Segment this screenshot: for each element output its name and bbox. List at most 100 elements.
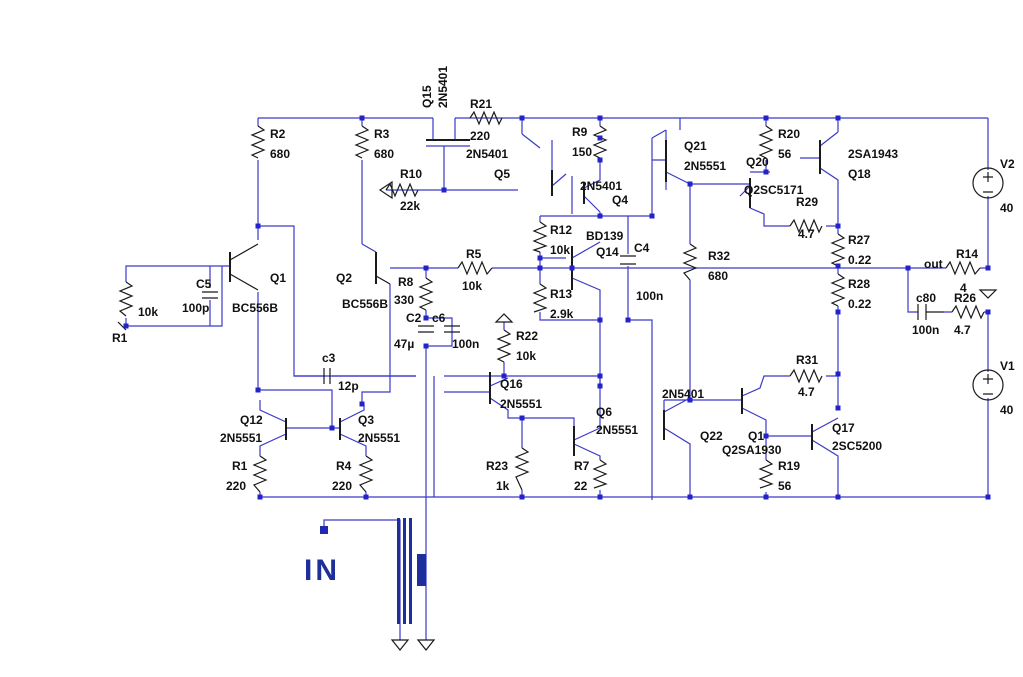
- label-q1: Q1: [270, 271, 286, 285]
- label-r9-val: 150: [572, 145, 592, 159]
- junction-dot: [519, 115, 525, 121]
- label-r26-val: 4.7: [954, 323, 971, 337]
- junction-dot: [649, 213, 655, 219]
- capacitor-c5: [202, 291, 218, 299]
- label-q2sc: Q2SC5171: [744, 183, 804, 197]
- junction-dot: [423, 315, 429, 321]
- junction-dot: [537, 255, 543, 261]
- label-r8-val: 330: [394, 293, 414, 307]
- label-q20: Q20: [746, 155, 769, 169]
- junction-dot: [597, 373, 603, 379]
- resistor-r26: [951, 304, 985, 320]
- resistor-r3: [354, 125, 370, 159]
- label-q18: Q18: [848, 167, 871, 181]
- capacitor-c2: [418, 325, 434, 333]
- label-r1-bottom: R1: [232, 459, 248, 473]
- label-out: out: [924, 257, 943, 271]
- junction-dot: [519, 415, 525, 421]
- ground-icon: [378, 180, 393, 200]
- label-r2-val: 680: [270, 147, 290, 161]
- resistor-r32: [682, 243, 698, 281]
- resistor-r12: [532, 221, 548, 253]
- label-c3-val: 12p: [338, 379, 359, 393]
- label-q22: Q22: [700, 429, 723, 443]
- junction-dot: [905, 265, 911, 271]
- label-r7-val: 22: [574, 479, 588, 493]
- label-r2: R2: [270, 127, 286, 141]
- label-q15-part: 2N5401: [436, 66, 450, 108]
- label-r13-val: 2.9k: [550, 307, 574, 321]
- junction-dot: [123, 323, 129, 329]
- label-bc556b-1: BC556B: [232, 301, 278, 315]
- resistor-r10: [385, 182, 419, 198]
- label-r23-val: 1k: [496, 479, 510, 493]
- label-r3: R3: [374, 127, 390, 141]
- junction-dot: [597, 213, 603, 219]
- label-v2: V2: [1000, 157, 1015, 171]
- junction-dot: [359, 115, 365, 121]
- junction-dot: [597, 383, 603, 389]
- label-r21-val: 220: [470, 129, 490, 143]
- input-label: IN: [304, 554, 340, 587]
- label-r27: R27: [848, 233, 870, 247]
- label-r5: R5: [466, 247, 482, 261]
- resistor-r4: [358, 455, 374, 493]
- ground-icon: [117, 321, 127, 331]
- label-r12-val: 10k: [550, 243, 570, 257]
- label-q16: Q16: [500, 377, 523, 391]
- label-r10: R10: [400, 167, 422, 181]
- label-q22-part: 2N5401: [662, 387, 704, 401]
- ground-icon: [978, 289, 998, 299]
- label-q21: Q21: [684, 139, 707, 153]
- resistor-r22: [496, 329, 512, 363]
- label-c4-val: 100n: [636, 289, 663, 303]
- label-r32-val: 680: [708, 269, 728, 283]
- label-r31-val: 4.7: [798, 385, 815, 399]
- label-r32: R32: [708, 249, 730, 263]
- label-v1-val: 40: [1000, 403, 1014, 417]
- junction-dot: [423, 343, 429, 349]
- label-c2-val: 47µ: [394, 337, 414, 351]
- label-c5-val: 100p: [182, 301, 209, 315]
- label-r5-val: 10k: [462, 279, 482, 293]
- label-v1: V1: [1000, 359, 1015, 373]
- label-bd139: BD139: [586, 229, 624, 243]
- label-q6: Q6: [596, 405, 612, 419]
- component-labels: IN Q15 2N5401 R21 220 2N5401 R2 680 R3 6…: [112, 66, 1015, 587]
- label-q1x: Q1: [748, 429, 764, 443]
- label-r1-top: R1: [112, 331, 128, 345]
- label-q4: Q4: [612, 193, 628, 207]
- label-r3-val: 680: [374, 147, 394, 161]
- junction-dot: [597, 135, 603, 141]
- label-q21-part: 2N5551: [684, 159, 726, 173]
- label-r1-top-val: 10k: [138, 305, 158, 319]
- label-q17: Q17: [832, 421, 855, 435]
- label-r8: R8: [398, 275, 414, 289]
- junction-dot: [501, 373, 507, 379]
- capacitor-c3: [323, 368, 331, 384]
- junction-dot: [985, 265, 991, 271]
- label-q6-part: 2N5551: [596, 423, 638, 437]
- junction-dot: [763, 169, 769, 175]
- resistor-r29: [789, 218, 823, 234]
- ground-icon: [416, 639, 436, 651]
- label-r13: R13: [550, 287, 572, 301]
- voltage-source-v2: [972, 167, 1004, 199]
- resistor-r27: [830, 233, 846, 267]
- label-q3: Q3: [358, 413, 374, 427]
- junction-dot: [835, 115, 841, 121]
- junction-dot: [537, 265, 543, 271]
- label-q2sa: Q2SA1930: [722, 443, 782, 457]
- label-r21: R21: [470, 97, 492, 111]
- junction-dot: [985, 309, 991, 315]
- label-c2: C2: [406, 311, 422, 325]
- junction-dot: [687, 397, 693, 403]
- capacitor-c4: [620, 255, 636, 265]
- label-r12: R12: [550, 223, 572, 237]
- junction-dot: [763, 115, 769, 121]
- junction-dot: [255, 223, 261, 229]
- label-r7: R7: [574, 459, 590, 473]
- junction-dot: [985, 494, 991, 500]
- resistor-r28: [830, 273, 846, 307]
